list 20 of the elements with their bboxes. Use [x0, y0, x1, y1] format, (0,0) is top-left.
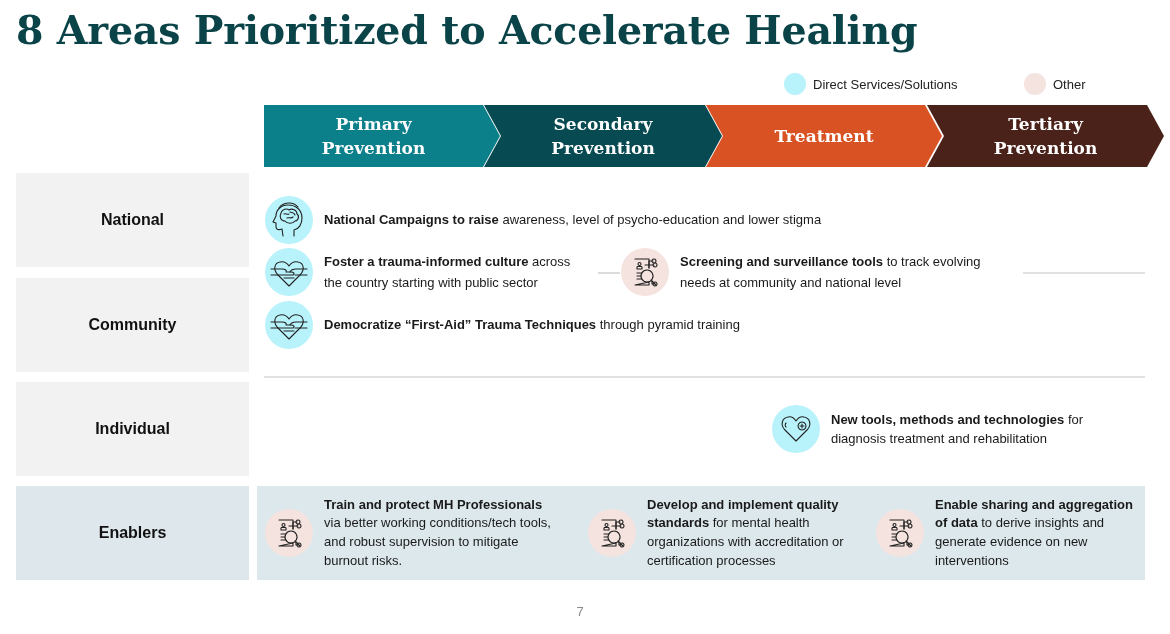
row-header: Enablers — [16, 486, 249, 580]
initiative-text: Develop and implement quality standards for mental health organizations with accreditation or certification processes — [647, 495, 845, 570]
stage-label: Primary Prevention — [320, 113, 427, 160]
row-header: National — [16, 173, 249, 267]
initiative-text: New tools, methods and technologies for diagnosis treatment and rehabilitation — [831, 411, 1085, 448]
stage-label: Tertiary Prevention — [992, 113, 1099, 160]
legend-label: Other — [1053, 76, 1086, 92]
stage-label: Treatment — [773, 125, 875, 148]
legend-label: Direct Services/Solutions — [813, 76, 958, 92]
initiative-text: Train and protect MH Professionals via better working conditions/tech tools, and robust supervision to mitigate burnout risks. — [324, 495, 552, 570]
initiative-text: Enable sharing and aggregation of data to derive insights and generate evidence on new interventions — [935, 495, 1134, 570]
stage-label: Secondary Prevention — [550, 113, 656, 160]
initiative-text: National Campaigns to raise awareness, level of psycho-education and lower stigma — [324, 211, 823, 229]
initiative-text: Democratize “First-Aid” Trauma Techniques through pyramid training — [324, 316, 741, 334]
row-header: Community — [16, 278, 249, 372]
initiative-text: Foster a trauma-informed culture across the country starting with public sector — [324, 253, 572, 292]
page-number: 7 — [575, 604, 585, 619]
row-header: Individual — [16, 382, 249, 476]
slide-title: 8 Areas Prioritized to Accelerate Healing — [16, 7, 918, 53]
initiative-text: Screening and surveillance tools to track evolving needs at community and national level — [680, 253, 982, 292]
